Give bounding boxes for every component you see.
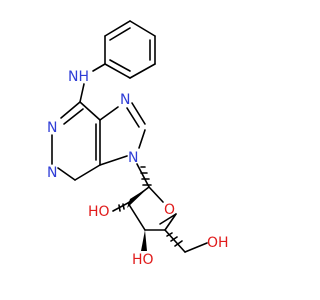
n1-label: N [47, 120, 57, 136]
chemical-structure: NH N N N N O HO HO OH [47, 20, 229, 268]
ring-oxygen-label: O [164, 202, 175, 218]
atom-labels: NH N N N N O HO HO OH [47, 69, 229, 268]
hydroxyl-3-label: HO [132, 252, 154, 268]
hydroxyl-2-label: HO [88, 204, 110, 220]
n7-label: N [120, 92, 130, 108]
n3-label: N [47, 165, 57, 181]
bonds [51, 20, 208, 253]
n9-label: N [128, 150, 138, 166]
nh-label: NH [68, 69, 89, 85]
hydroxyl-5-label: OH [207, 235, 229, 251]
